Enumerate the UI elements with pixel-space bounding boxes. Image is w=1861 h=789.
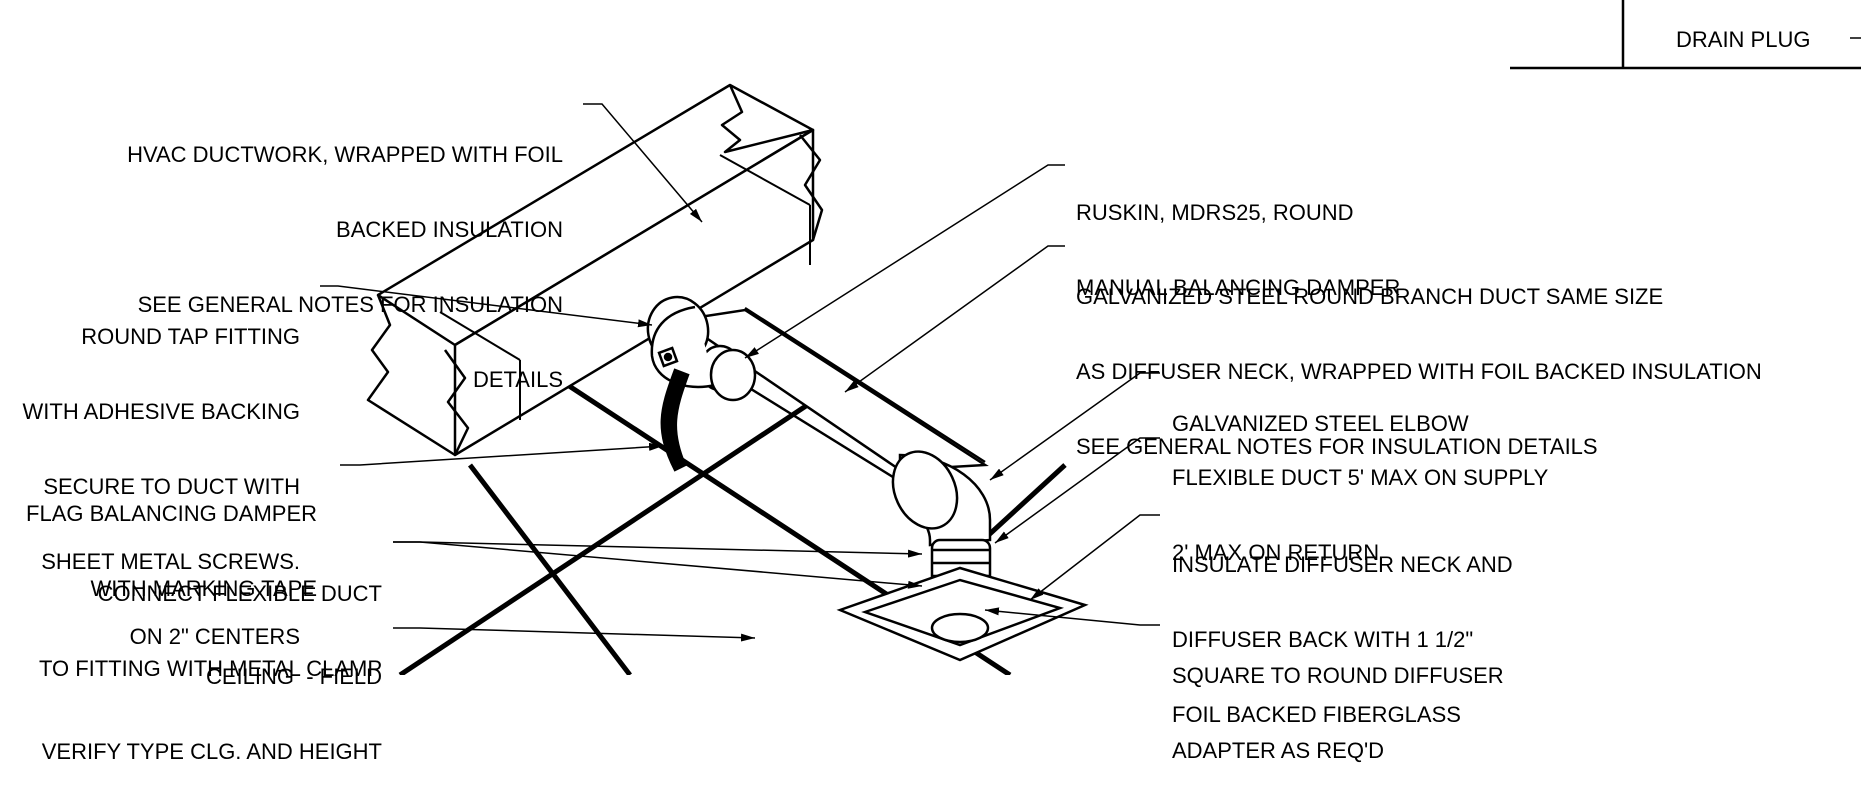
note-drain-plug: DRAIN PLUG bbox=[1676, 27, 1811, 52]
leader-lines bbox=[320, 103, 1160, 642]
note-hvac-ductwork: HVAC DUCTWORK, WRAPPED WITH FOIL BACKED … bbox=[127, 142, 563, 392]
galvanized-elbow bbox=[891, 450, 992, 547]
note-round-tap-fitting: ROUND TAP FITTING WITH ADHESIVE BACKING … bbox=[22, 324, 301, 649]
ductwork-detail-drawing bbox=[320, 0, 1861, 675]
title-block-corner bbox=[1510, 0, 1861, 70]
diffuser-adapter bbox=[836, 566, 1089, 662]
note-ceiling: CEILING - FIELD VERIFY TYPE CLG. AND HEI… bbox=[41, 664, 382, 764]
note-square-to-round: SQUARE TO ROUND DIFFUSER ADAPTER AS REQ'… bbox=[1172, 663, 1504, 763]
flag-balancing-damper bbox=[657, 346, 690, 472]
note-galv-elbow: GALVANIZED STEEL ELBOW bbox=[1172, 411, 1469, 436]
note-galv-branch-duct: GALVANIZED STEEL ROUND BRANCH DUCT SAME … bbox=[1076, 284, 1762, 459]
note-flex-duct: FLEXIBLE DUCT 5' MAX ON SUPPLY 2' MAX ON… bbox=[1172, 465, 1549, 565]
note-flag-damper: FLAG BALANCING DAMPER WITH MARKING TAPE bbox=[26, 501, 317, 601]
note-ruskin-damper: RUSKIN, MDRS25, ROUND MANUAL BALANCING D… bbox=[1076, 200, 1401, 300]
hvac-main-duct bbox=[366, 83, 824, 457]
